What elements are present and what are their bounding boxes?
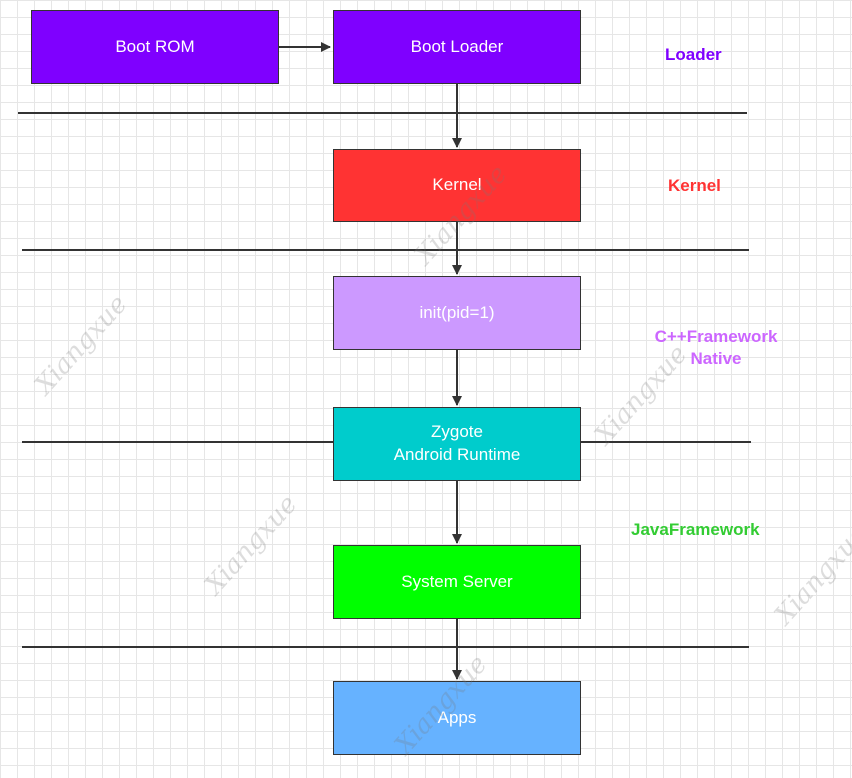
layer-label-native: C++Framework Native [636, 326, 796, 370]
layer-label-java: JavaFramework [631, 520, 760, 540]
android-runtime-label: Android Runtime [393, 445, 521, 464]
boot-loader-label: Boot Loader [410, 36, 504, 56]
boot-loader-box: Boot Loader [333, 10, 581, 84]
layer-label-kernel: Kernel [668, 176, 721, 196]
layer-label-loader: Loader [665, 45, 722, 65]
layer-loader-text: Loader [665, 45, 722, 64]
divider-zygote-left [22, 441, 334, 443]
divider-loader-kernel [18, 112, 747, 114]
system-server-label: System Server [401, 571, 513, 591]
divider-zygote-right [581, 441, 751, 443]
zygote-box: Zygote Android Runtime [333, 407, 581, 481]
kernel-label: Kernel [432, 175, 482, 195]
layer-native-line2: Native [690, 349, 742, 369]
init-box: init(pid=1) [333, 276, 581, 350]
boot-rom-label: Boot ROM [115, 36, 195, 56]
layer-native-line1: C++Framework [654, 327, 778, 346]
system-server-box: System Server [333, 545, 581, 619]
divider-kernel-native [22, 249, 749, 251]
apps-box: Apps [333, 681, 581, 755]
layer-kernel-text: Kernel [668, 176, 721, 195]
init-label: init(pid=1) [419, 302, 495, 322]
boot-rom-box: Boot ROM [31, 10, 279, 84]
layer-java-text: JavaFramework [631, 520, 760, 539]
zygote-label: Zygote [431, 422, 483, 442]
kernel-box: Kernel [333, 149, 581, 222]
apps-label: Apps [437, 707, 477, 727]
divider-java-apps [22, 646, 749, 648]
